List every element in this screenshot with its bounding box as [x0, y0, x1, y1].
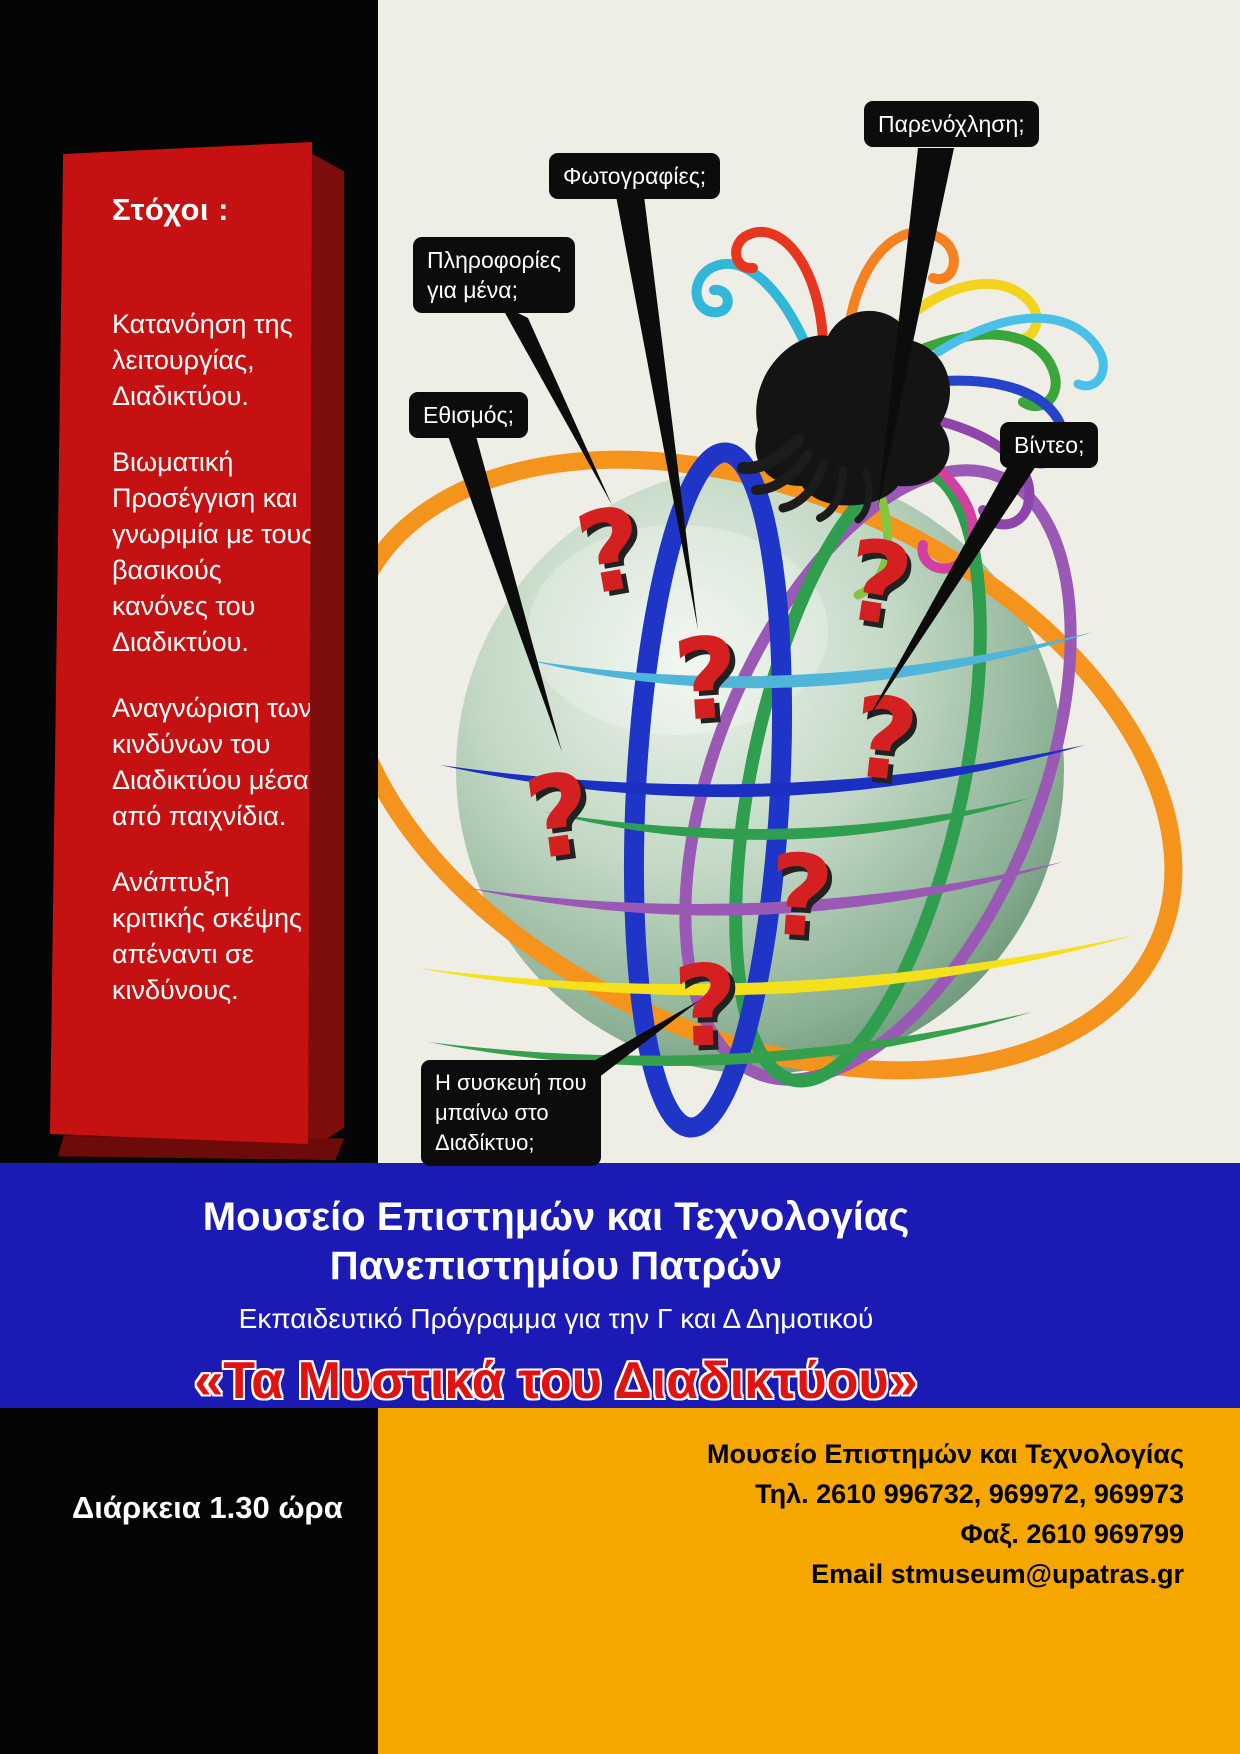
program-subtitle: Εκπαιδευτικό Πρόγραμμα για την Γ και Δ Δ…: [238, 1303, 874, 1334]
ribbon-violet-horizontal: [468, 862, 1062, 916]
monster-feathers: [737, 434, 873, 524]
goal-paragraph: Κατανόηση της λειτουργίας, Διαδικτύου.: [112, 309, 293, 411]
left-black-column: Στόχοι : Κατανόηση της λειτουργίας, Διαδ…: [0, 0, 378, 1163]
pointer-info: [500, 304, 612, 505]
question-mark: ?: [671, 941, 740, 1073]
callout-video: Βίντεο;: [1000, 422, 1099, 468]
question-mark: ?: [764, 830, 838, 964]
question-mark: ?: [846, 672, 924, 808]
goal-paragraph: Βιωματική Προσέγγιση και γνωριμία με του…: [112, 447, 315, 657]
goals-text-block: Στόχοι : Κατανόηση της λειτουργίας, Διαδ…: [112, 192, 315, 1038]
ribbon-purple-meridian: [679, 464, 1077, 1086]
pointer-photos: [616, 196, 698, 630]
museum-name-line2: Πανεπιστημίου Πατρών: [329, 1244, 783, 1288]
pointer-harassment: [878, 148, 954, 508]
callout-photos: Φωτογραφίες;: [549, 153, 721, 199]
program-title: «Τα Μυστικά του Διαδικτύου»: [194, 1352, 918, 1410]
question-mark-shadow: ?: [676, 946, 745, 1078]
pointer-video: [866, 466, 1036, 722]
museum-name-line1: Μουσείο Επιστημών και Τεχνολογίας: [202, 1195, 910, 1239]
contact-phone: Τηλ. 2610 996732, 969972, 969973: [755, 1479, 1184, 1509]
contact-fax: Φαξ. 2610 969799: [960, 1519, 1184, 1549]
duration-block: Διάρκεια 1.30 ώρα: [0, 1408, 378, 1754]
monster-tentacles: [691, 226, 1108, 600]
callout-info: Πληροφορίες για μένα;: [413, 237, 576, 313]
question-mark-shadow: ?: [768, 835, 842, 969]
contact-block: Μουσείο Επιστημών και Τεχνολογίας Τηλ. 2…: [378, 1408, 1240, 1754]
museum-banner: Μουσείο Επιστημών και Τεχνολογίας Πανεπι…: [0, 1163, 1240, 1410]
ribbon-darkblue-horizontal: [440, 745, 1085, 798]
duration-text: Διάρκεια 1.30 ώρα: [72, 1490, 343, 1525]
question-mark-shadow: ?: [850, 677, 928, 813]
question-mark: ?: [670, 613, 744, 747]
ribbon-green-horizontal: [545, 798, 1030, 840]
footer: Διάρκεια 1.30 ώρα Μουσείο Επιστημών και …: [0, 1408, 1240, 1754]
contact-email: Email stmuseum@upatras.gr: [811, 1559, 1184, 1589]
question-mark-shadow: ?: [675, 618, 749, 752]
globe-sphere: [456, 466, 1064, 1074]
internet-globe-illustration: ? ? ? ? ? ? ? ? ? ? ? ? ? ?: [378, 0, 1240, 1166]
callout-addiction: Εθισμός;: [409, 392, 528, 438]
ribbon-yellow-horizontal: [418, 935, 1135, 996]
callout-device: Η συσκευή που μπαίνω στο Διαδίκτυο;: [421, 1060, 601, 1166]
ribbon-green-bottom: [428, 1012, 1032, 1066]
goal-paragraph: Αναγνώριση των κινδύνων του Διαδικτύου μ…: [112, 693, 313, 831]
goals-title: Στόχοι :: [112, 192, 229, 227]
contact-museum: Μουσείο Επιστημών και Τεχνολογίας: [707, 1439, 1184, 1469]
goal-paragraph: Ανάπτυξη κριτικής σκέψης απέναντι σε κιν…: [112, 867, 303, 1005]
pointer-addiction: [448, 436, 562, 752]
callout-harassment: Παρενόχληση;: [864, 101, 1039, 147]
ribbon-teal-horizontal: [528, 632, 1093, 689]
globe-svg: ? ? ? ? ? ? ? ? ? ? ? ? ? ?: [378, 148, 1183, 1138]
top-section: Στόχοι : Κατανόηση της λειτουργίας, Διαδ…: [0, 0, 1240, 1166]
goals-panel: Στόχοι : Κατανόηση της λειτουργίας, Διαδ…: [50, 142, 312, 1144]
